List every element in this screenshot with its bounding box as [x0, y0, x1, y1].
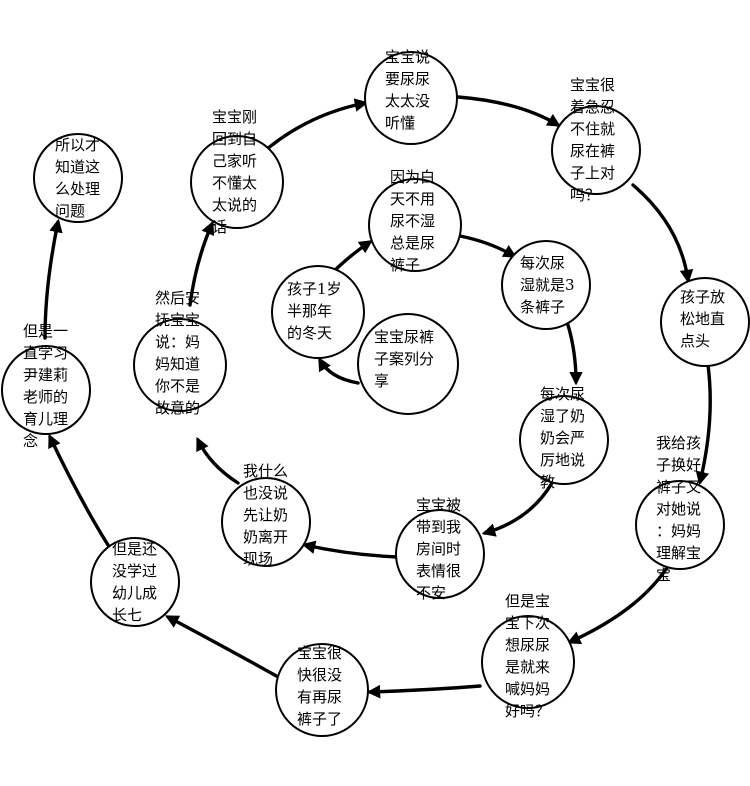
node-9-label: 宝宝说 要尿尿 太太没 听懂: [385, 48, 431, 132]
node-9-circle: [364, 51, 458, 145]
node-3-label: 每次尿 湿就是3 条裤子: [520, 254, 575, 316]
node-3-circle: [501, 240, 591, 330]
connector-n3-to-n4: [566, 323, 583, 386]
node-4-circle: [519, 395, 609, 485]
node-6-circle: [221, 477, 311, 567]
node-13-label: 但是宝 宝下次 想尿尿 是就来 喊妈妈 好吗？: [505, 592, 551, 720]
node-11-label: 孩子放 松地直 点头: [680, 288, 726, 350]
node-15-circle: [90, 537, 180, 627]
node-start-circle: [357, 313, 459, 415]
connector-n9-to-n10: [456, 95, 561, 127]
connector-start-to-n1: [318, 357, 360, 385]
node-7-circle: [133, 318, 227, 412]
connector-n11-to-n12: [695, 363, 712, 486]
node-7-label: 然后安 抚宝宝 说：妈 妈知道 你不是 故意的: [155, 289, 201, 417]
node-8-label: 宝宝刚 回到自 己家听 不懂太 太说的 话: [212, 108, 258, 236]
nodes: [1, 51, 750, 737]
node-16-label: 但是一 直学习 尹建莉 老师的 育儿理 念: [23, 322, 69, 450]
connector-n7-to-n8: [188, 220, 215, 307]
node-1-circle: [271, 265, 365, 359]
node-14-circle: [275, 643, 369, 737]
connector-n10-to-n11: [631, 183, 694, 284]
node-2-circle: [368, 178, 462, 272]
node-12-circle: [635, 480, 725, 570]
connector-n12-to-n13: [566, 564, 670, 644]
node-14-label: 宝宝很 快很没 有再尿 裤子了: [297, 644, 343, 728]
connector-n16-to-n17: [43, 218, 63, 340]
node-13-circle: [481, 615, 575, 709]
connector-n14-to-n15: [164, 615, 282, 680]
node-17-circle: [33, 133, 123, 223]
node-6-label: 我什么 也没说 先让奶 奶离开 现场: [243, 462, 289, 568]
connector-n2-to-n3: [458, 234, 517, 258]
node-15-label: 但是还 没学过 幼儿成 长七: [112, 540, 158, 624]
connector-n4-to-n5: [481, 481, 554, 537]
connector-n13-to-n14: [366, 684, 482, 699]
node-2-label: 因为白 天不用 尿不湿 总是尿 裤子: [390, 168, 436, 274]
node-16-circle: [1, 345, 91, 435]
node-4-label: 每次尿 湿了奶 奶会严 厉地说 教: [540, 385, 586, 491]
connector-n8-to-n9: [258, 98, 369, 157]
node-10-circle: [551, 105, 641, 195]
node-1-label: 孩子1岁 半那年 的冬天: [287, 280, 342, 342]
node-5-label: 宝宝被 带到我 房间时 表情很 不安: [416, 496, 462, 602]
node-11-circle: [660, 277, 750, 367]
node-5-circle: [395, 509, 485, 599]
connector-n5-to-n6: [301, 540, 400, 559]
connector-n6-to-n7: [196, 436, 240, 485]
node-17-label: 所以才 知道这 么处理 问题: [55, 136, 101, 220]
connector-n15-to-n16: [48, 433, 110, 547]
node-start-label: 宝宝尿裤 子案列分 享: [374, 328, 435, 390]
node-8-circle: [190, 135, 284, 229]
node-12-label: 我给孩 子换好 裤子又 对她说 ：妈妈 理解宝 宝: [656, 434, 702, 584]
node-10-label: 宝宝很 着急忍 不住就 尿在裤 子上对 吗？: [570, 76, 616, 204]
connectors: [43, 95, 712, 699]
